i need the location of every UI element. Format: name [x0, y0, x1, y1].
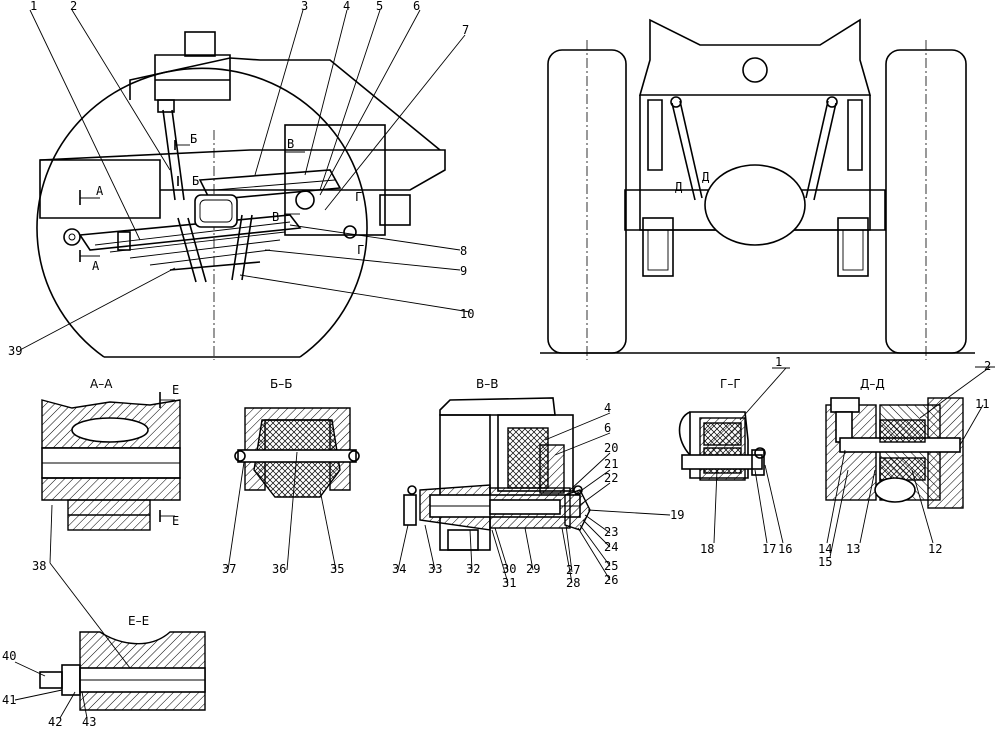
- callout-9: 9: [460, 264, 467, 278]
- differential-housing: [704, 164, 806, 246]
- callout-20: 20: [604, 441, 618, 455]
- cut-mark-d-left: Д: [675, 180, 683, 194]
- callout-32: 32: [466, 562, 480, 576]
- callout-37: 37: [222, 562, 236, 576]
- callout-33: 33: [428, 562, 442, 576]
- callout-31: 31: [502, 576, 516, 590]
- callout-35: 35: [330, 562, 344, 576]
- cut-mark-e-bot: Е: [172, 514, 179, 528]
- section-aa: А–А Е Е 38: [32, 377, 181, 669]
- wheel-outline: [36, 67, 368, 358]
- callout-19: 19: [670, 508, 684, 522]
- callout-17: 17: [762, 542, 776, 556]
- section-gg-title: Г–Г: [720, 377, 741, 391]
- callout-43: 43: [82, 715, 96, 729]
- cut-mark-v-top: В: [287, 137, 294, 151]
- callout-26: 26: [604, 573, 618, 587]
- callout-15: 15: [818, 555, 832, 569]
- callout-36: 36: [272, 562, 286, 576]
- callout-40: 40: [2, 649, 16, 663]
- section-bb-title: Б–Б: [270, 377, 292, 391]
- cut-mark-a-top: А: [96, 184, 104, 198]
- callout-1b: 1: [775, 355, 782, 369]
- callout-3: 3: [301, 0, 308, 13]
- cut-mark-b-top: Б: [190, 132, 197, 146]
- callout-2b: 2: [984, 359, 991, 373]
- callout-6b: 6: [604, 421, 611, 435]
- section-aa-title: А–А: [90, 377, 113, 391]
- section-dd: Д–Д 2 11 12 13 14 15: [818, 359, 995, 569]
- callout-28: 28: [566, 576, 580, 590]
- callout-16: 16: [778, 542, 792, 556]
- section-vv: В–В 4 6 20 21: [392, 377, 684, 590]
- rear-view: Д Д: [540, 18, 975, 360]
- cut-mark-d-right: Д: [702, 170, 710, 184]
- section-vv-title: В–В: [476, 377, 498, 391]
- callout-24: 24: [604, 540, 618, 554]
- leaf-spring: [78, 214, 302, 251]
- callout-6: 6: [413, 0, 420, 13]
- callout-30: 30: [502, 562, 516, 576]
- callout-8: 8: [460, 244, 467, 258]
- callout-11: 11: [975, 397, 989, 411]
- section-bb: Б–Б 37 36 35: [222, 377, 360, 576]
- callout-41: 41: [2, 693, 16, 707]
- callout-4: 4: [343, 0, 350, 13]
- callout-10: 10: [460, 307, 474, 321]
- callout-5: 5: [376, 0, 383, 13]
- cut-mark-g-bot: Г: [357, 243, 364, 257]
- callout-39: 39: [8, 344, 22, 358]
- section-dd-title: Д–Д: [860, 377, 885, 391]
- callout-38: 38: [32, 559, 46, 573]
- section-gg: Г–Г 1 18 17 16: [678, 355, 792, 556]
- callout-27: 27: [566, 563, 580, 577]
- callout-22: 22: [604, 471, 618, 485]
- callout-1: 1: [30, 0, 37, 13]
- cut-mark-g-top: Г: [355, 190, 362, 204]
- section-ee-title: Е–Е: [128, 614, 149, 628]
- side-view: А А Б Б В В Г Г 1 2 3 4 5 6 7 8 9 10 39: [8, 0, 474, 360]
- callout-18: 18: [700, 542, 714, 556]
- cut-mark-b-bot: Б: [192, 174, 199, 188]
- callout-4b: 4: [604, 401, 611, 415]
- callout-13: 13: [846, 542, 860, 556]
- axle-housing: [194, 194, 238, 228]
- callout-2: 2: [70, 0, 77, 13]
- callout-29: 29: [526, 562, 540, 576]
- callout-12: 12: [928, 542, 942, 556]
- cut-mark-a-bot: А: [92, 259, 100, 273]
- callout-21: 21: [604, 457, 618, 471]
- callout-25: 25: [604, 559, 618, 573]
- callout-42: 42: [48, 715, 62, 729]
- callout-23: 23: [604, 525, 618, 539]
- callout-34: 34: [392, 562, 406, 576]
- callout-14: 14: [818, 542, 832, 556]
- frame-rail: [39, 159, 161, 219]
- section-ee: Е–Е 40 41 42 43: [2, 614, 206, 729]
- cut-mark-e-top: Е: [172, 383, 179, 397]
- cut-mark-v-bot: В: [272, 210, 279, 224]
- callout-7: 7: [462, 23, 469, 37]
